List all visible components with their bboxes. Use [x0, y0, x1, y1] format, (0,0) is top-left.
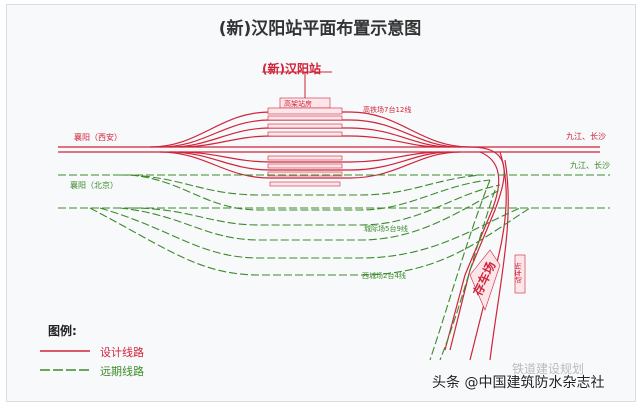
direction-left-red: 襄阳（西安）	[74, 133, 122, 142]
yard-intercity-label: 城际场5台9线	[364, 225, 408, 233]
diagram-frame	[6, 4, 636, 402]
future-tracks	[58, 174, 610, 361]
design-tracks	[58, 111, 600, 361]
yard-west-label: 西城场2台4线	[362, 272, 406, 280]
watermark-secondary: 铁道建设规划	[512, 362, 585, 376]
direction-right-green: 九江、长沙	[570, 161, 610, 170]
legend-future-label: 远期线路	[100, 365, 144, 378]
direction-right-red: 九江、长沙	[566, 132, 606, 141]
station-label: (新)汉阳站	[262, 62, 321, 76]
page-title: (新)汉阳站平面布置示意图	[218, 19, 422, 39]
legend-title: 图例:	[48, 324, 77, 338]
yard-high-speed-label: 高铁场7台12线	[363, 106, 412, 114]
direction-left-green: 襄阳（北京）	[70, 181, 118, 190]
station-building-label: 高架站房	[284, 100, 312, 108]
watermark-main: 头条 @中国建筑防水杂志社	[432, 375, 605, 391]
legend-design-label: 设计线路	[100, 346, 144, 359]
depot-label: 动车所	[514, 262, 523, 284]
platforms	[267, 97, 526, 311]
